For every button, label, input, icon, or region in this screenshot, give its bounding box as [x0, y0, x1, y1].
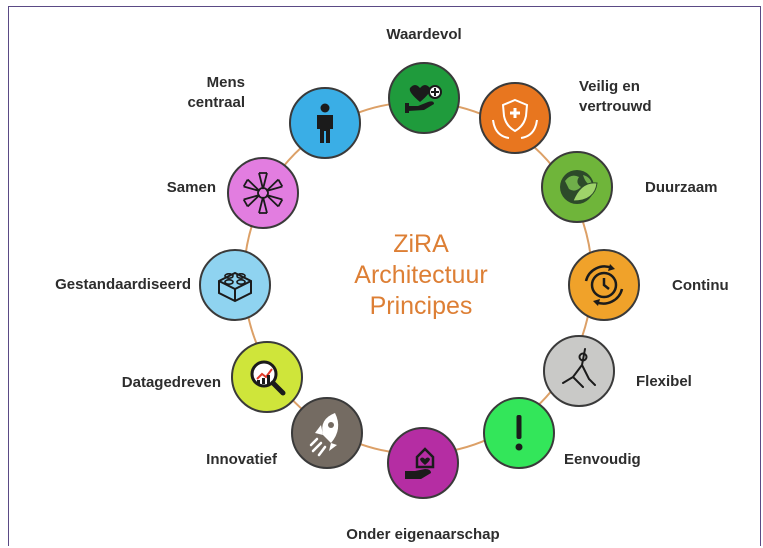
principle-node-flexibel: Flexibel	[543, 335, 692, 407]
principle-label: Onder eigenaarschap	[346, 526, 499, 543]
clock-cycle-icon	[584, 264, 624, 306]
principle-label: Gestandaardiseerd	[55, 276, 191, 293]
shield-hands-icon	[492, 98, 538, 139]
title-line-1: ZiRA	[393, 230, 449, 258]
principle-label: Continu	[672, 277, 729, 294]
principle-label: Mens	[207, 74, 245, 91]
principles-diagram: ZiRA Architectuur Principes WaardevolVei…	[55, 26, 729, 543]
principle-node-datagedreven: Datagedreven	[122, 341, 303, 413]
principle-label: Eenvoudig	[564, 451, 641, 468]
principle-label: Datagedreven	[122, 374, 221, 391]
principle-node-gestandaardiseerd: Gestandaardiseerd	[55, 249, 271, 321]
building-block-icon	[218, 271, 252, 303]
principle-node-duurzaam: Duurzaam	[541, 151, 718, 223]
principle-node-mens-centraal: Mens centraal	[187, 74, 361, 159]
principle-label: Duurzaam	[645, 179, 718, 196]
principle-node-onder-eigenaarschap: Onder eigenaarschap	[346, 427, 500, 543]
principle-node-eenvoudig: Eenvoudig	[483, 397, 641, 469]
principle-label: centraal	[187, 94, 245, 111]
principle-label: Samen	[167, 179, 216, 196]
person-icon	[317, 103, 333, 143]
stretching-person-icon	[562, 348, 596, 388]
principle-circle	[227, 157, 299, 229]
exclamation-icon	[515, 415, 523, 451]
hand-heart-icon	[405, 85, 442, 113]
principle-node-continu: Continu	[568, 249, 729, 321]
rocket-icon	[309, 413, 339, 457]
globe-leaf-icon	[560, 170, 598, 204]
principle-node-innovatief: Innovatief	[206, 397, 363, 469]
principle-circle	[199, 249, 271, 321]
hand-house-icon	[405, 447, 435, 479]
principle-label: vertrouwd	[579, 98, 652, 115]
title-line-3: Principes	[370, 292, 473, 320]
center-title: ZiRA Architectuur Principes	[354, 230, 487, 320]
hands-together-icon	[242, 172, 284, 214]
principle-label: Veilig en	[579, 78, 640, 95]
principle-circle	[543, 335, 615, 407]
magnifier-chart-icon	[250, 360, 286, 396]
principle-node-waardevol: Waardevol	[386, 26, 462, 134]
principle-label: Flexibel	[636, 373, 692, 390]
principle-node-veilig-en-vertrouwd: Veilig en vertrouwd	[479, 78, 652, 154]
principle-node-samen: Samen	[167, 157, 299, 229]
title-line-2: Architectuur	[354, 261, 487, 289]
principle-label: Innovatief	[206, 451, 278, 468]
principle-label: Waardevol	[386, 26, 461, 43]
